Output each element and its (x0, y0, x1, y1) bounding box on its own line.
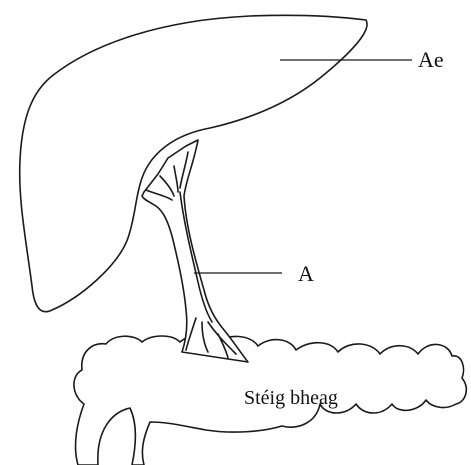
common-bile-duct (142, 140, 248, 362)
duct-label: A (298, 261, 314, 286)
liver-label: Ae (418, 47, 444, 72)
intestine-label: Stéig bheag (244, 387, 338, 409)
